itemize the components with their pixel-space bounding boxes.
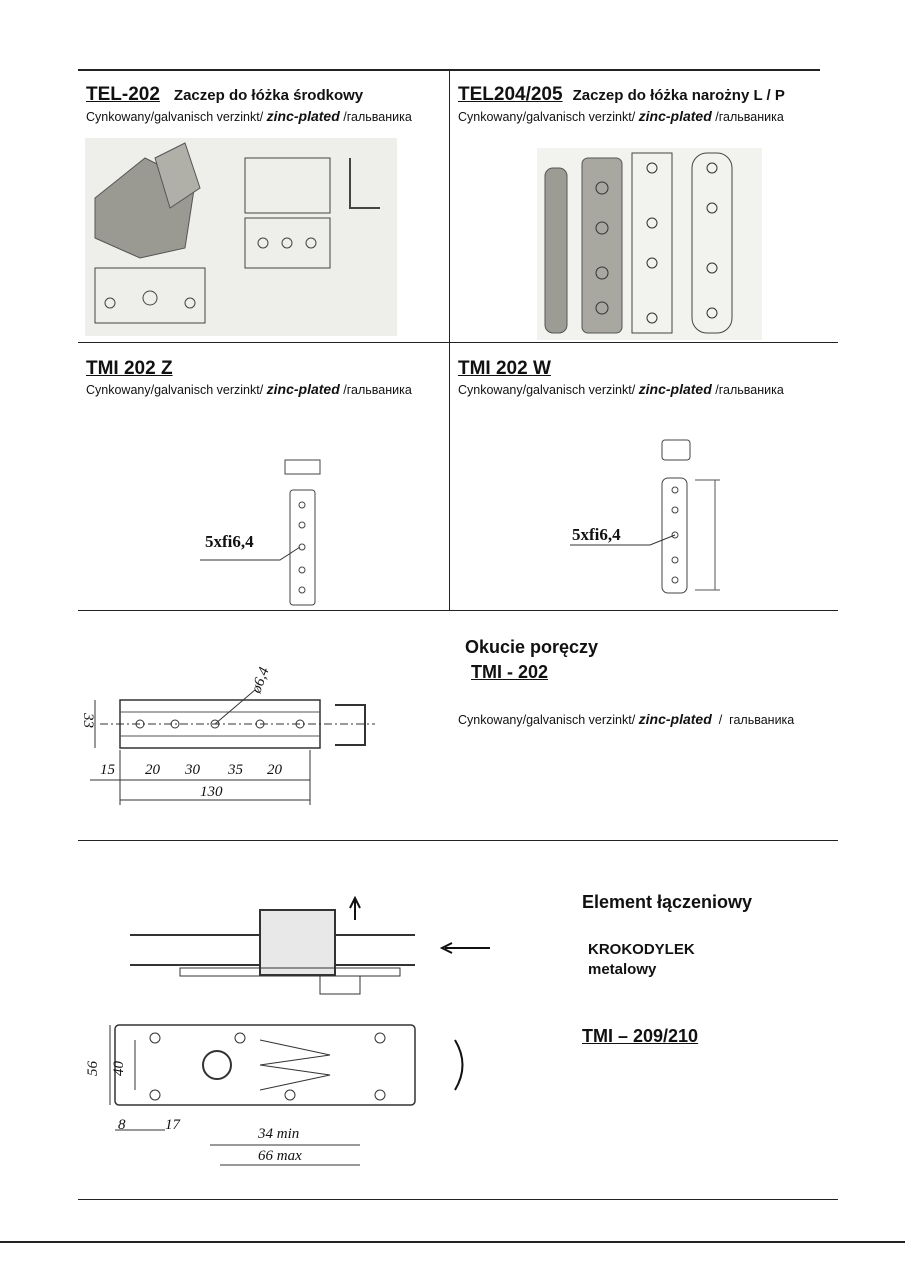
product-code: TMI 202 W — [458, 358, 551, 379]
footer-line — [0, 1241, 905, 1243]
divider — [78, 1199, 838, 1200]
dim-height: 33 — [80, 713, 96, 728]
tmi202-drawing — [90, 689, 375, 805]
finish-pl: Cynkowany/galvanisch verzinkt/ — [86, 110, 264, 124]
product-name: Okucie poręczy — [465, 637, 599, 657]
finish-text: Cynkowany/galvanisch verzinkt/ zinc-plat… — [86, 381, 412, 397]
product-code: TMI 202 Z — [86, 358, 173, 379]
finish-pl: Cynkowany/galvanisch verzinkt/ — [458, 713, 636, 727]
tmi209-drawing — [109, 895, 490, 1166]
product-code: TMI – 209/210 — [582, 1026, 699, 1046]
finish-text: Cynkowany/galvanisch verzinkt/ zinc-plat… — [458, 381, 784, 397]
sep: / — [715, 383, 719, 397]
finish-ru: гальваника — [729, 713, 795, 727]
finish-pl: Cynkowany/galvanisch verzinkt/ — [86, 383, 264, 397]
dim-min: 34 min — [258, 1126, 300, 1142]
divider — [78, 342, 838, 343]
product-code: TEL-202 — [86, 84, 160, 105]
finish-en: zinc-plated — [638, 381, 712, 397]
finish-en: zinc-plated — [638, 711, 712, 727]
dim-total: 130 — [200, 784, 223, 800]
dim-b: 17 — [165, 1117, 180, 1133]
finish-ru: гальваника — [718, 110, 784, 124]
product-header-tel202: TEL-202 Zaczep do łóżka środkowy — [86, 84, 363, 106]
product-header-tel204: TEL204/205 Zaczep do łóżka narożny L / P — [458, 84, 785, 106]
sep: / — [718, 713, 723, 727]
dim-3: 30 — [185, 762, 200, 778]
sep: / — [343, 110, 347, 124]
dim-a: 8 — [118, 1117, 126, 1133]
divider — [449, 70, 450, 610]
dim-4: 35 — [228, 762, 243, 778]
dim-5: 20 — [267, 762, 282, 778]
dim-max: 66 max — [258, 1148, 302, 1164]
product-name: Zaczep do łóżka narożny L / P — [572, 87, 785, 104]
finish-ru: гальваника — [346, 383, 412, 397]
dim-2: 20 — [145, 762, 160, 778]
tmi202w-drawing — [570, 439, 720, 594]
tel204-drawing — [537, 148, 762, 340]
dim-1: 15 — [100, 762, 115, 778]
sep: / — [715, 110, 719, 124]
product-code: TEL204/205 — [458, 84, 563, 105]
product-name: Element łączeniowy — [582, 892, 753, 912]
tmi202z-drawing — [200, 459, 321, 606]
hole-label: 5xfi6,4 — [205, 532, 254, 551]
finish-pl: Cynkowany/galvanisch verzinkt/ — [458, 110, 636, 124]
sep: / — [343, 383, 347, 397]
finish-text: Cynkowany/galvanisch verzinkt/ zinc-plat… — [86, 108, 412, 124]
product-subtitle: KROKODYLEK — [588, 941, 695, 958]
hole-label: 5xfi6,4 — [572, 525, 621, 544]
tel202-drawing — [85, 138, 397, 336]
product-subtitle-2: metalowy — [588, 961, 657, 978]
finish-text: Cynkowany/galvanisch verzinkt/ zinc-plat… — [458, 711, 794, 727]
finish-pl: Cynkowany/galvanisch verzinkt/ — [458, 383, 636, 397]
product-name: Zaczep do łóżka środkowy — [173, 87, 364, 104]
finish-en: zinc-plated — [638, 108, 712, 124]
product-code: TMI - 202 — [471, 662, 549, 682]
finish-ru: гальваника — [718, 383, 784, 397]
finish-ru: гальваника — [346, 110, 412, 124]
dim-h2: 40 — [111, 1061, 127, 1076]
finish-en: zinc-plated — [266, 108, 340, 124]
dim-h: 56 — [85, 1061, 101, 1076]
divider — [78, 840, 838, 841]
finish-text: Cynkowany/galvanisch verzinkt/ zinc-plat… — [458, 108, 784, 124]
finish-en: zinc-plated — [266, 381, 340, 397]
divider — [78, 610, 838, 611]
